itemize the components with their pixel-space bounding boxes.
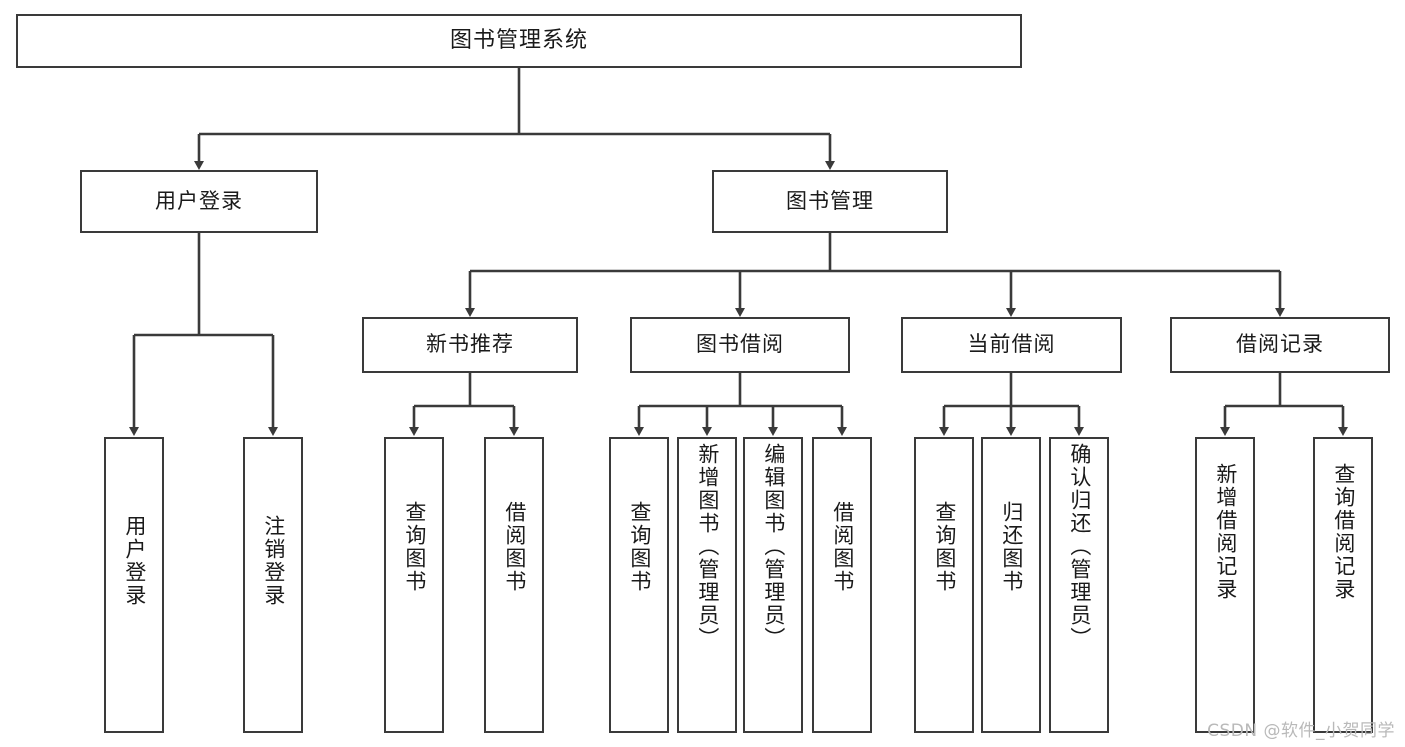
node-root-system[interactable]: 图书管理系统 xyxy=(16,14,1022,68)
node-user-login[interactable]: 用户登录 xyxy=(80,170,318,233)
leaf-current-borrow-confirm-return[interactable]: 确认归还（管理员） xyxy=(1049,437,1109,733)
node-label: 图书管理系统 xyxy=(449,27,588,53)
leaf-book-borrow-edit[interactable]: 编辑图书（管理员） xyxy=(743,437,803,733)
node-book-management[interactable]: 图书管理 xyxy=(712,170,948,233)
node-book-borrow[interactable]: 图书借阅 xyxy=(630,317,850,373)
node-label: 注销登录 xyxy=(261,515,286,607)
leaf-current-borrow-return[interactable]: 归还图书 xyxy=(981,437,1041,733)
node-new-book-recommend[interactable]: 新书推荐 xyxy=(362,317,578,373)
leaf-book-borrow-query[interactable]: 查询图书 xyxy=(609,437,669,733)
leaf-new-book-query[interactable]: 查询图书 xyxy=(384,437,444,733)
leaf-new-book-borrow[interactable]: 借阅图书 xyxy=(484,437,544,733)
node-label: 用户登录 xyxy=(122,515,147,607)
leaf-borrow-record-query[interactable]: 查询借阅记录 xyxy=(1313,437,1373,733)
node-label: 用户登录 xyxy=(155,188,243,213)
leaf-user-login-logout[interactable]: 注销登录 xyxy=(243,437,303,733)
node-label: 查询图书 xyxy=(627,501,652,593)
node-label: 图书管理 xyxy=(786,188,874,213)
leaf-current-borrow-query[interactable]: 查询图书 xyxy=(914,437,974,733)
node-label: 借阅图书 xyxy=(502,501,527,593)
node-label: 新增图书（管理员） xyxy=(695,443,720,650)
node-borrow-record[interactable]: 借阅记录 xyxy=(1170,317,1390,373)
node-label: 确认归还（管理员） xyxy=(1067,443,1092,650)
node-label: 新增借阅记录 xyxy=(1213,463,1238,601)
node-label: 借阅图书 xyxy=(830,501,855,593)
node-label: 新书推荐 xyxy=(426,332,514,357)
node-label: 图书借阅 xyxy=(696,332,784,357)
node-label: 查询借阅记录 xyxy=(1331,463,1356,601)
node-label: 查询图书 xyxy=(932,501,957,593)
leaf-borrow-record-add[interactable]: 新增借阅记录 xyxy=(1195,437,1255,733)
node-label: 当前借阅 xyxy=(967,332,1056,357)
leaf-book-borrow-add[interactable]: 新增图书（管理员） xyxy=(677,437,737,733)
node-label: 借阅记录 xyxy=(1236,332,1324,357)
node-label: 归还图书 xyxy=(999,501,1024,593)
node-current-borrow[interactable]: 当前借阅 xyxy=(901,317,1122,373)
node-label: 查询图书 xyxy=(402,501,427,593)
leaf-book-borrow-borrow[interactable]: 借阅图书 xyxy=(812,437,872,733)
node-label: 编辑图书（管理员） xyxy=(761,443,786,650)
leaf-user-login-login[interactable]: 用户登录 xyxy=(104,437,164,733)
